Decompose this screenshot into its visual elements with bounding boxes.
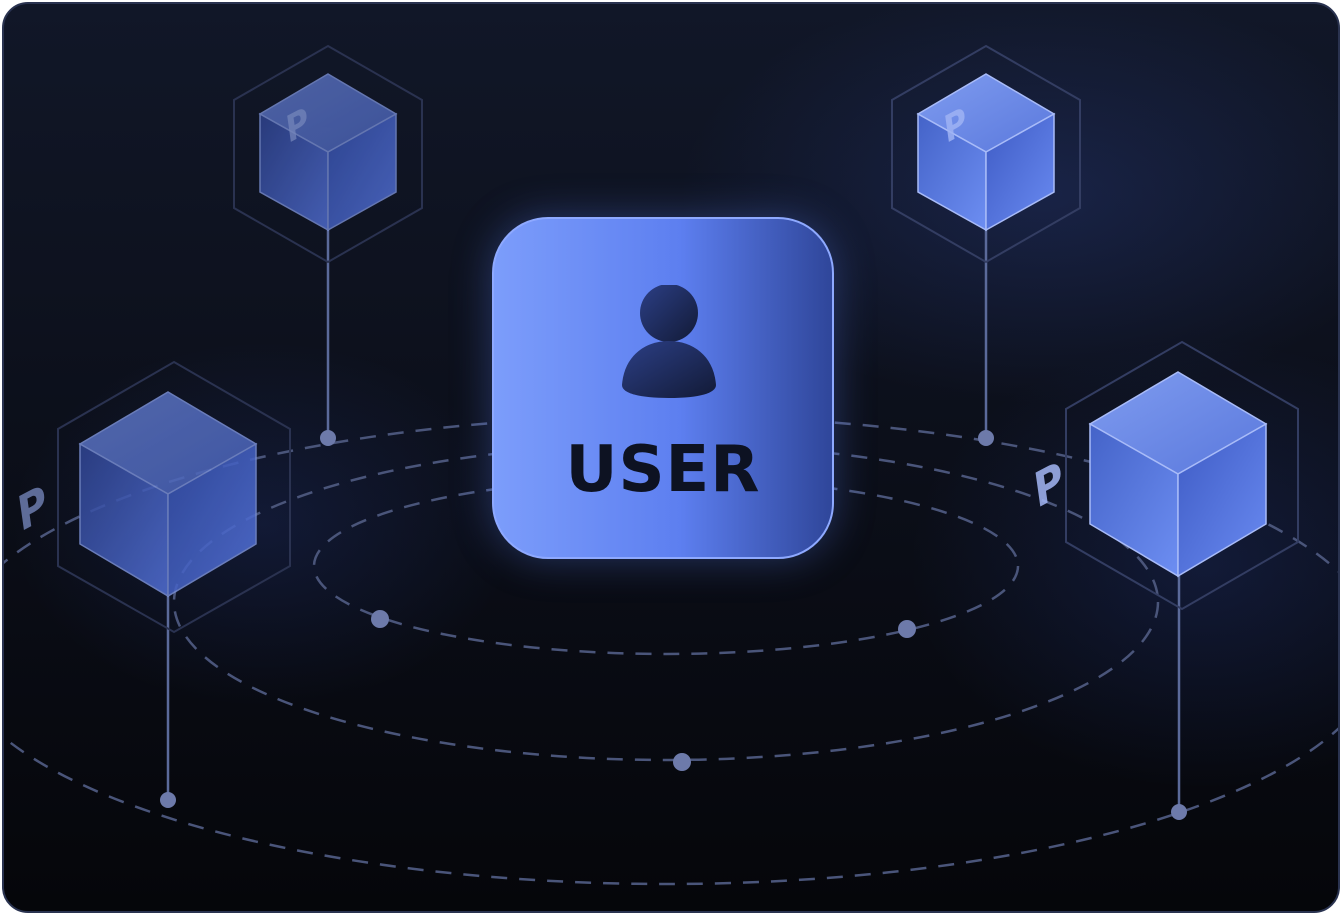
- hexagon-outline: [233, 44, 423, 264]
- cube-node-right: P: [1031, 340, 1299, 611]
- dot-top-left: [320, 430, 336, 446]
- user-icon: [622, 285, 716, 398]
- dot-orbit-right: [898, 620, 916, 638]
- dot-orbit-bottom: [673, 753, 691, 771]
- network-diagram: P P P: [4, 44, 1338, 886]
- dot-right: [1171, 804, 1187, 820]
- cube-node-left: P: [14, 360, 291, 634]
- connector-lines: [166, 230, 1181, 812]
- dot-left: [160, 792, 176, 808]
- cube-glyph: P: [14, 474, 50, 543]
- cube-icon: P: [916, 73, 1056, 232]
- dot-top-right: [978, 430, 994, 446]
- cube-icon: P: [1031, 371, 1268, 578]
- cube-icon: P: [14, 391, 258, 598]
- user-card: USER: [492, 217, 834, 559]
- hexagon-outline: [891, 44, 1081, 264]
- hexagon-outline: [57, 360, 291, 634]
- user-label: USER: [565, 433, 761, 507]
- orbit-ring-outer: [4, 414, 1338, 886]
- connector-dots: [160, 430, 1187, 820]
- cube-glyph: P: [1031, 450, 1067, 519]
- cube-node-top-right: P: [891, 44, 1081, 264]
- cube-node-top-left: P: [233, 44, 423, 264]
- hexagon-outline: [1065, 340, 1299, 611]
- cube-icon: P: [258, 73, 398, 232]
- dot-orbit-left: [371, 610, 389, 628]
